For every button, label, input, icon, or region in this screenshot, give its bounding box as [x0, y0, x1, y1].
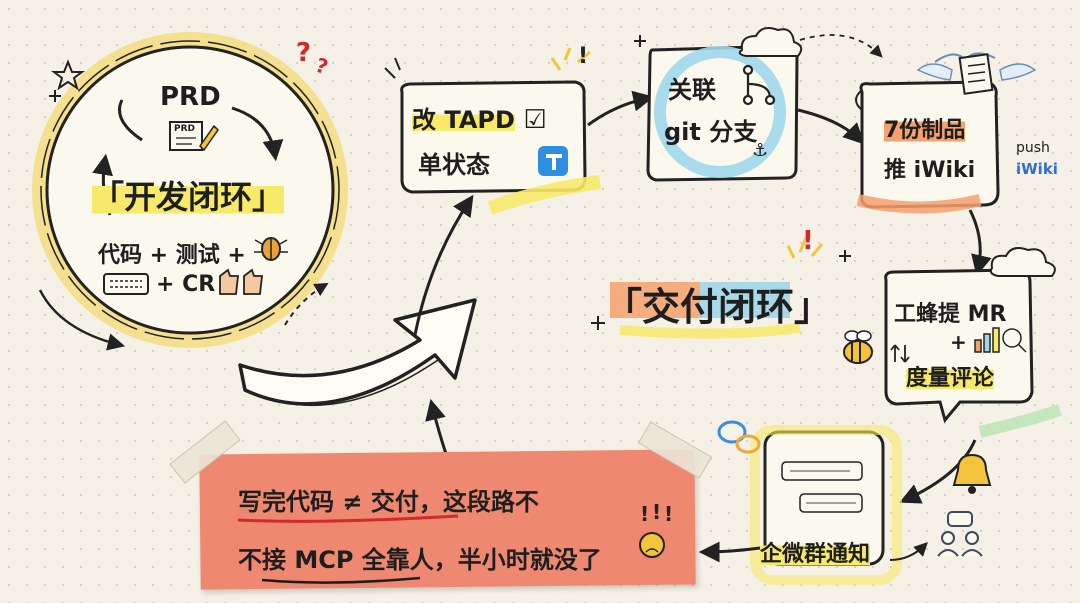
tapd-logo-icon: [538, 146, 568, 176]
arrow-to-tapd: [413, 194, 474, 336]
exclaim-note: !: [640, 502, 650, 526]
arrow-iwiki-mr: [968, 209, 992, 277]
cloud-icon: [738, 27, 803, 57]
anchor-icon: ⚓: [752, 140, 769, 161]
exclaim-delivery: !: [802, 226, 814, 256]
tapd-highlight: [487, 175, 601, 215]
thumbs-up-icon: [219, 268, 264, 295]
note-line2: 不接 MCP 全靠人，半小时就没了: [238, 546, 602, 574]
loop-circle-outer: [40, 40, 340, 340]
checkbox-icon: ☑: [523, 105, 547, 135]
wecom-label: 企微群通知: [760, 536, 871, 568]
loop-arrow-right: [231, 106, 284, 162]
arrow-mr-wecom: [899, 439, 977, 504]
mr-plus: +: [950, 330, 967, 354]
exclaim-tapd: !: [578, 44, 589, 69]
tapd-line1-text: 改 TAPD: [412, 106, 515, 134]
dev-loop-line1: 代码 + 测试 +: [98, 243, 246, 268]
sad-face-icon: [639, 532, 665, 558]
git-branch-icon: [742, 64, 776, 106]
question-mark: ?: [296, 38, 312, 68]
tapd-line1: 改 TAPD ☑: [412, 100, 547, 135]
dev-loop-line2: + CR: [156, 272, 216, 297]
arrow-tapd-git: [587, 90, 655, 127]
bee-icon: [843, 330, 873, 364]
bell-icon: [952, 453, 992, 494]
star-icon: [51, 59, 85, 91]
bug-icon: [254, 237, 288, 261]
prd-doc-text: PRD: [174, 124, 195, 134]
prd-document-icon: [169, 121, 219, 152]
git-circle: [654, 46, 786, 178]
keyboard-icon: [103, 273, 149, 295]
arrow-git-iwiki: [797, 108, 865, 145]
iwiki-line1: 7份制品: [884, 112, 966, 144]
tapd-line2: 单状态: [418, 151, 490, 179]
loop-arrow-left: [118, 99, 143, 142]
iwiki-logo-text: iWiki: [1016, 160, 1058, 178]
push-label: push: [1016, 140, 1050, 156]
delivery-title: 「交付闭环」: [604, 285, 833, 329]
wecom-logo-icon: [717, 420, 761, 454]
mr-line2: 度量评论: [906, 360, 995, 392]
big-arrow-shade: [249, 359, 439, 407]
git-line1: 关联: [668, 76, 716, 104]
iwiki-line2: 推 iWiki: [884, 158, 976, 183]
exclaim-note-2: !: [652, 500, 662, 524]
mr-line1: 工蜂提 MR: [894, 302, 1007, 327]
sparkle-icon: [49, 35, 851, 330]
prd-label: PRD: [160, 82, 221, 112]
chart-icon: [974, 327, 1027, 353]
mr-cloud-icon: [989, 247, 1056, 277]
dashed-arrow-out: [284, 282, 329, 326]
exclaim-note-3: !: [664, 502, 674, 526]
dev-loop-title: 「开发闭环」: [92, 172, 285, 218]
flying-document-icon: [916, 52, 1037, 95]
merge-icon: [890, 344, 910, 363]
people-group-icon: [937, 511, 983, 557]
loop-circle-glow: [32, 32, 348, 348]
loop-swoosh: [38, 289, 126, 351]
arrow-wecom-note: [698, 541, 761, 563]
git-line2: git 分支: [664, 118, 758, 146]
note-line1: 写完代码 ≠ 交付，这段路不: [238, 488, 539, 516]
